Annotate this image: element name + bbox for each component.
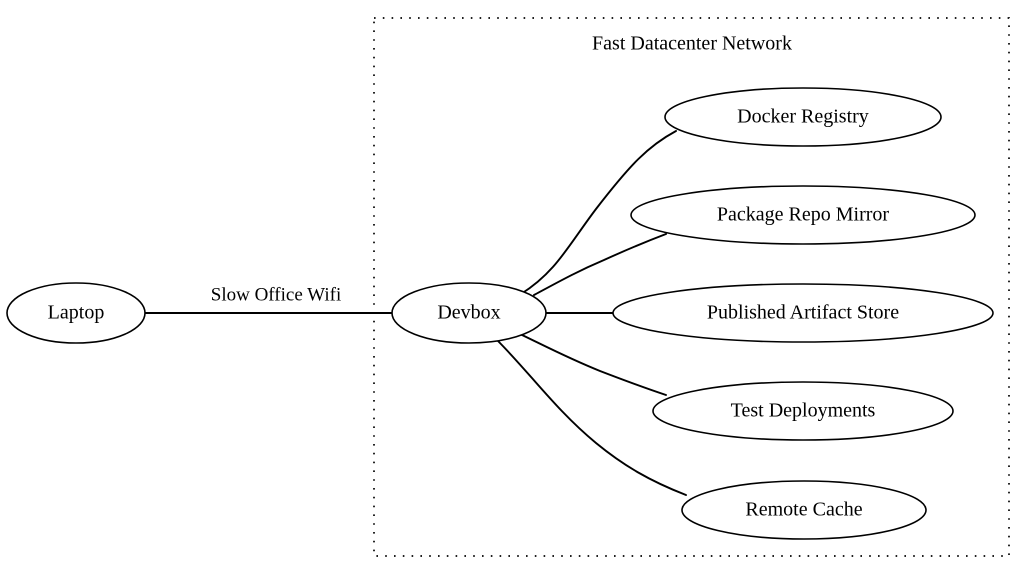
- node-package-repo-mirror[interactable]: Package Repo Mirror: [630, 185, 976, 245]
- node-published-artifact-store[interactable]: Published Artifact Store: [612, 283, 994, 343]
- cluster-title: Fast Datacenter Network: [592, 33, 792, 55]
- edge-devbox-to-docker-registry: [520, 130, 677, 295]
- node-shape-test-deployments[interactable]: [652, 381, 954, 441]
- node-shape-package-repo-mirror[interactable]: [630, 185, 976, 245]
- edges-group: [144, 130, 687, 496]
- node-remote-cache[interactable]: Remote Cache: [681, 480, 927, 540]
- node-label-laptop: Laptop: [48, 302, 105, 324]
- node-shape-laptop[interactable]: [6, 282, 146, 344]
- edge-label-slow-office-wifi: Slow Office Wifi: [211, 284, 341, 305]
- edge-devbox-to-test-deployments: [519, 333, 667, 396]
- node-docker-registry[interactable]: Docker Registry: [664, 87, 942, 147]
- node-label-package-repo-mirror: Package Repo Mirror: [717, 204, 890, 226]
- node-label-remote-cache: Remote Cache: [745, 499, 862, 521]
- node-shape-remote-cache[interactable]: [681, 480, 927, 540]
- edge-devbox-to-remote-cache: [496, 339, 687, 496]
- node-shape-devbox[interactable]: [391, 282, 547, 344]
- node-shape-published-artifact-store[interactable]: [612, 283, 994, 343]
- node-label-devbox: Devbox: [437, 302, 500, 324]
- node-label-test-deployments: Test Deployments: [731, 400, 876, 422]
- cluster-boundary-fast-datacenter-network: [373, 17, 1010, 557]
- node-laptop[interactable]: Laptop: [6, 282, 146, 344]
- node-test-deployments[interactable]: Test Deployments: [652, 381, 954, 441]
- node-shape-docker-registry[interactable]: [664, 87, 942, 147]
- node-label-docker-registry: Docker Registry: [737, 106, 869, 128]
- node-label-published-artifact-store: Published Artifact Store: [707, 302, 899, 324]
- node-devbox[interactable]: Devbox: [391, 282, 547, 344]
- edge-devbox-to-package-repo-mirror: [533, 233, 667, 296]
